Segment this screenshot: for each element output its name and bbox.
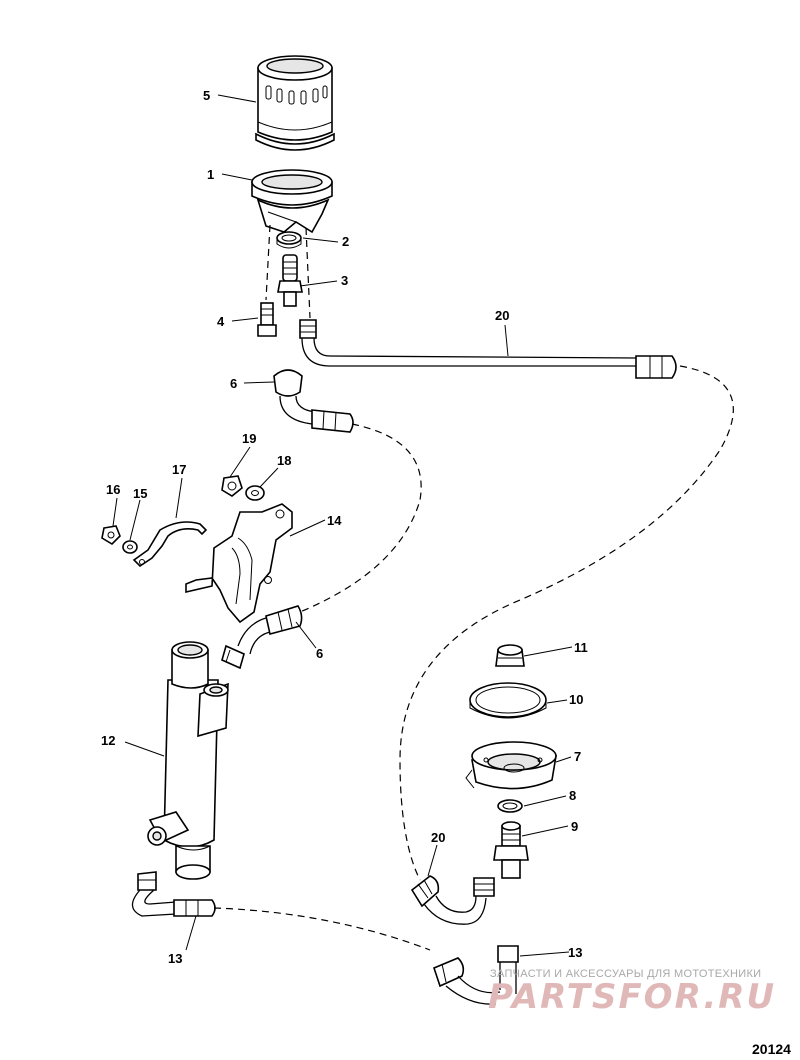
callout-8: 8: [569, 788, 576, 803]
hose-end-part-6-lower: [221, 605, 303, 670]
callout-6-lower: 6: [316, 646, 323, 661]
callout-2: 2: [342, 234, 349, 249]
washer-part-15: [122, 540, 138, 554]
callout-6-upper: 6: [230, 376, 237, 391]
nut-part-19: [221, 475, 243, 497]
cooler-part-12: [147, 641, 229, 880]
bracket-part-14: [185, 503, 293, 624]
callout-14: 14: [327, 513, 342, 528]
figure-number: 20124: [752, 1041, 791, 1057]
watermark-tagline: ЗАПЧАСТИ И АКСЕССУАРЫ ДЛЯ МОТОТЕХНИКИ: [490, 968, 761, 980]
callout-18: 18: [277, 453, 291, 468]
callout-13-left: 13: [168, 951, 182, 966]
callout-9: 9: [571, 819, 578, 834]
gasket-ring-part-10: [469, 682, 547, 719]
hose-routing-path: [213, 907, 431, 951]
metal-line-part-20-upper: [299, 319, 677, 379]
alignment-line: [305, 227, 311, 319]
plug-part-11: [495, 644, 525, 667]
hose-routing-path: [399, 365, 734, 881]
hose-fitting-part-3: [277, 254, 303, 307]
hose-end-part-13-right: [433, 945, 519, 1005]
callout-16: 16: [106, 482, 120, 497]
watermark-logo: PARTSFOR.RU: [488, 977, 776, 1017]
callout-labels: 5 1 2 3 4 20 6 19 18 17 16 15 14 6 12 13…: [101, 88, 588, 966]
bolt-part-4: [257, 302, 277, 337]
metal-line-part-20-lower: [410, 875, 495, 925]
watermark: ЗАПЧАСТИ И АКСЕССУАРЫ ДЛЯ МОТОТЕХНИКИ PA…: [488, 968, 776, 1017]
callout-10: 10: [569, 692, 583, 707]
nut-part-16: [101, 525, 121, 546]
callout-12: 12: [101, 733, 115, 748]
alignment-line: [265, 224, 271, 301]
callout-17: 17: [172, 462, 186, 477]
callout-5: 5: [203, 88, 210, 103]
o-ring-part-2: [276, 231, 302, 249]
callout-13-right: 13: [568, 945, 582, 960]
nipple-fitting-part-9: [493, 821, 529, 879]
oil-filter-part-5: [255, 55, 335, 151]
hose-routing-path: [299, 423, 422, 613]
callout-4: 4: [217, 314, 225, 329]
clamp-part-17: [132, 521, 208, 568]
callout-20-lower: 20: [431, 830, 445, 845]
callout-15: 15: [133, 486, 147, 501]
callout-11: 11: [574, 640, 588, 655]
filter-housing-part-7: [465, 741, 557, 790]
filter-adapter-part-1: [251, 169, 333, 234]
washer-part-18: [245, 485, 265, 501]
o-ring-part-8: [497, 799, 523, 813]
callout-3: 3: [341, 273, 348, 288]
hose-end-part-6-upper: [273, 369, 354, 433]
leader-lines: [112, 94, 573, 957]
callout-20-upper: 20: [495, 308, 509, 323]
callout-7: 7: [574, 749, 581, 764]
callout-1: 1: [207, 167, 214, 182]
callout-19: 19: [242, 431, 256, 446]
hose-end-part-13-left: [131, 871, 216, 917]
